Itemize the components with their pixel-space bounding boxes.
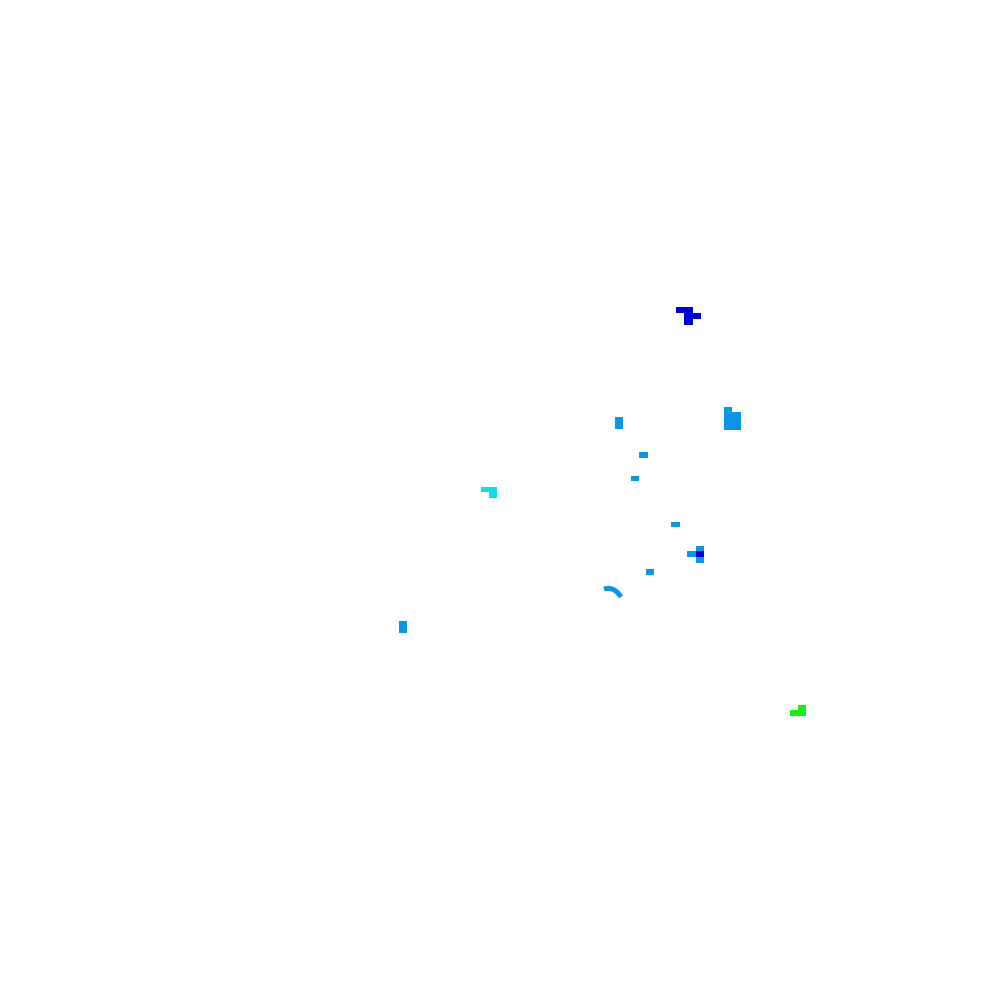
blue-patch-c (631, 476, 639, 481)
green-patch (790, 705, 806, 716)
blue-dark-mixed-patch (687, 546, 704, 563)
blue-cluster-large (724, 407, 741, 430)
cyan-patch (481, 487, 497, 498)
blue-patch-d (671, 522, 680, 527)
blue-patch-e (646, 569, 654, 575)
blue-patch-f (399, 621, 407, 633)
blue-arc (603, 585, 624, 599)
dark-blue-cluster (676, 307, 701, 325)
blue-patch-b (639, 452, 648, 458)
blue-patch-a (615, 417, 623, 429)
